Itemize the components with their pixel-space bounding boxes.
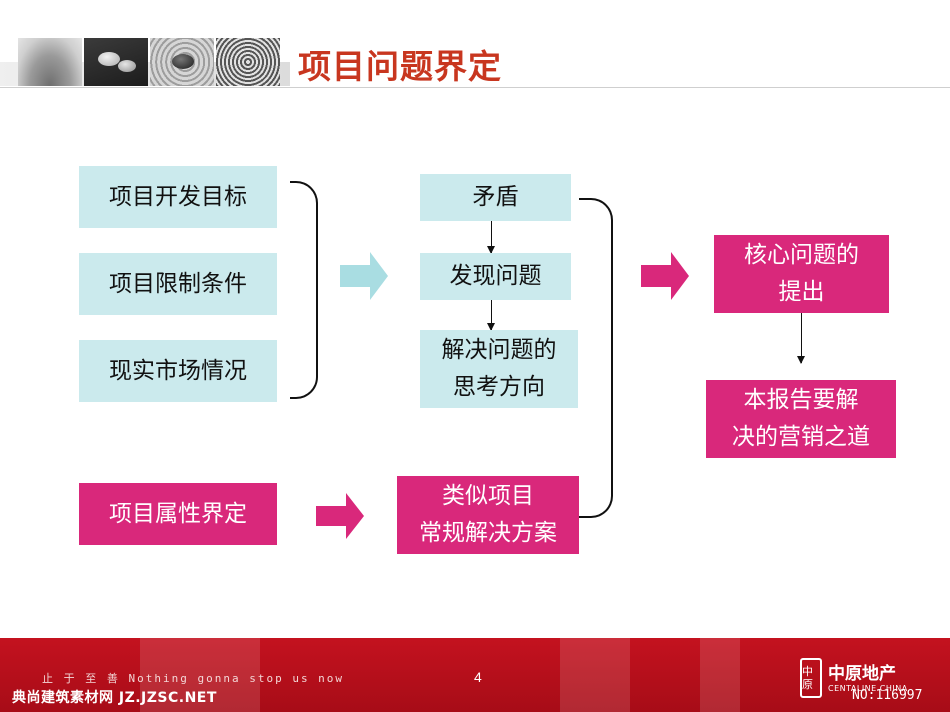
tree-rings-image — [216, 38, 280, 86]
slide-title: 项目问题界定 — [298, 47, 502, 86]
header-image-strip — [18, 38, 280, 86]
down-arrow-icon — [797, 313, 805, 364]
box-find-problem: 发现问题 — [420, 253, 571, 300]
light-arrow-icon — [340, 252, 388, 300]
header-divider — [0, 87, 950, 88]
watermark-site: 典尚建筑素材网 JZ.JZSC.NET — [12, 690, 217, 706]
box-similar-projects: 类似项目 常规解决方案 — [397, 476, 579, 554]
ripple-stone-image — [150, 38, 214, 86]
box-development-goal: 项目开发目标 — [79, 166, 277, 228]
box-line-1: 类似项目 — [442, 483, 534, 509]
box-label: 项目限制条件 — [109, 270, 247, 297]
company-logo: 中原 中原地产 CENTALINE CHINA — [800, 658, 908, 698]
pink-arrow-icon — [316, 493, 364, 539]
box-line-1: 核心问题的 — [744, 242, 859, 268]
box-line-2: 提出 — [778, 279, 825, 305]
pink-arrow-icon — [641, 252, 689, 300]
box-project-attributes: 项目属性界定 — [79, 483, 277, 545]
box-label: 发现问题 — [449, 263, 542, 289]
box-line-2: 常规解决方案 — [419, 520, 557, 546]
box-core-problem: 核心问题的 提出 — [714, 235, 889, 313]
sand-image — [18, 38, 82, 86]
box-contradiction: 矛盾 — [420, 174, 571, 221]
box-constraints: 项目限制条件 — [79, 253, 277, 315]
box-label: 项目属性界定 — [109, 500, 247, 527]
down-arrow-icon — [487, 221, 495, 254]
watermark-number: NO:116997 — [852, 688, 923, 703]
box-label: 矛盾 — [472, 184, 519, 210]
down-arrow-icon — [487, 300, 495, 331]
left-bracket — [290, 181, 318, 399]
footer-bar: 止 于 至 善 Nothing gonna stop us now 4 典尚建筑… — [0, 638, 950, 712]
pebbles-image — [84, 38, 148, 86]
page-number: 4 — [474, 669, 482, 685]
center-bracket — [579, 198, 613, 518]
box-line-2: 决的营销之道 — [732, 424, 870, 450]
logo-chinese-name: 中原地产 — [828, 663, 896, 684]
box-solution-direction: 解决问题的 思考方向 — [420, 330, 578, 408]
box-line-1: 解决问题的 — [441, 337, 557, 363]
box-market-situation: 现实市场情况 — [79, 340, 277, 402]
box-line-2: 思考方向 — [453, 374, 545, 400]
box-label: 现实市场情况 — [109, 357, 247, 384]
box-marketing-solution: 本报告要解 决的营销之道 — [706, 380, 896, 458]
logo-seal-icon: 中原 — [800, 658, 822, 698]
box-label: 项目开发目标 — [109, 183, 247, 210]
footer-slogan: 止 于 至 善 Nothing gonna stop us now — [42, 672, 345, 685]
logo-english-name: CENTALINE CHINA — [828, 683, 908, 693]
box-line-1: 本报告要解 — [743, 387, 859, 413]
